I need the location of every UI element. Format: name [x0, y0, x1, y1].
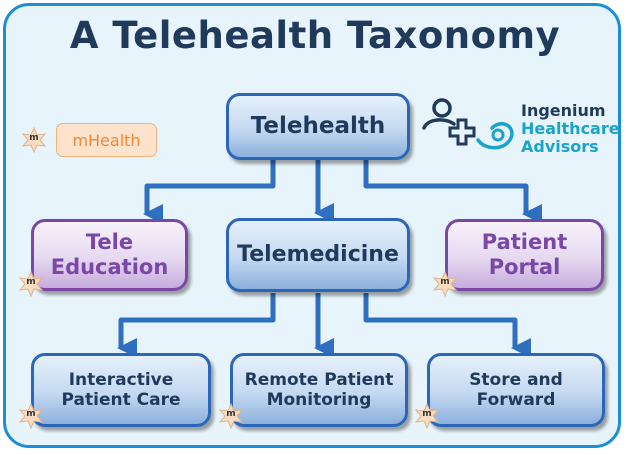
node-remote-patient-monitoring: Remote Patient Monitoring: [230, 353, 408, 427]
logo-text-ingenium: Ingenium: [521, 101, 606, 120]
node-telehealth-label: Telehealth: [250, 112, 386, 139]
node-tele-education-line1: Tele: [85, 229, 134, 254]
node-telehealth: Telehealth: [226, 93, 410, 160]
logo-text-healthcare: Healthcare: [521, 119, 620, 138]
diagram-title: A Telehealth Taxonomy: [69, 14, 561, 57]
node-interactive-patient-care-line2: Patient Care: [61, 390, 181, 410]
node-patient-portal: Patient Portal: [445, 219, 604, 291]
node-patient-portal-line1: Patient: [481, 229, 568, 254]
node-store-and-forward-line2: Forward: [476, 390, 556, 410]
node-remote-patient-monitoring-line1: Remote Patient: [244, 369, 394, 390]
mhealth-badge-interactive-patient-care: m: [18, 402, 44, 430]
node-interactive-patient-care-line1: Interactive: [68, 369, 174, 390]
node-patient-portal-line2: Portal: [488, 255, 561, 279]
mhealth-badge-remote-patient-monitoring: m: [218, 402, 244, 430]
node-tele-education-line2: Education: [50, 255, 169, 279]
mhealth-legend-badge: m: [21, 126, 47, 154]
node-tele-education: Tele Education: [31, 219, 188, 291]
mhealth-badge-store-and-forward: m: [414, 402, 440, 430]
node-telemedicine: Telemedicine: [226, 218, 410, 292]
connector-telemedicine-to-store-forward: [363, 293, 531, 358]
logo-text-advisors: Advisors: [521, 137, 599, 156]
connector-telehealth-to-tele-education: [143, 160, 276, 224]
mhealth-badge-tele-education: m: [18, 270, 44, 298]
connector-telehealth-to-patient-portal: [363, 160, 542, 224]
node-interactive-patient-care: Interactive Patient Care: [31, 353, 211, 427]
node-remote-patient-monitoring-line2: Monitoring: [266, 390, 372, 410]
node-store-and-forward: Store and Forward: [427, 353, 605, 427]
mhealth-badge-patient-portal: m: [432, 270, 458, 298]
node-store-and-forward-line1: Store and: [469, 369, 563, 390]
mhealth-legend-label: mHealth: [56, 123, 157, 157]
connector-telemedicine-to-interactive-care: [117, 293, 276, 358]
ingenium-logo-icon: [422, 98, 514, 150]
node-telemedicine-label: Telemedicine: [237, 241, 399, 267]
